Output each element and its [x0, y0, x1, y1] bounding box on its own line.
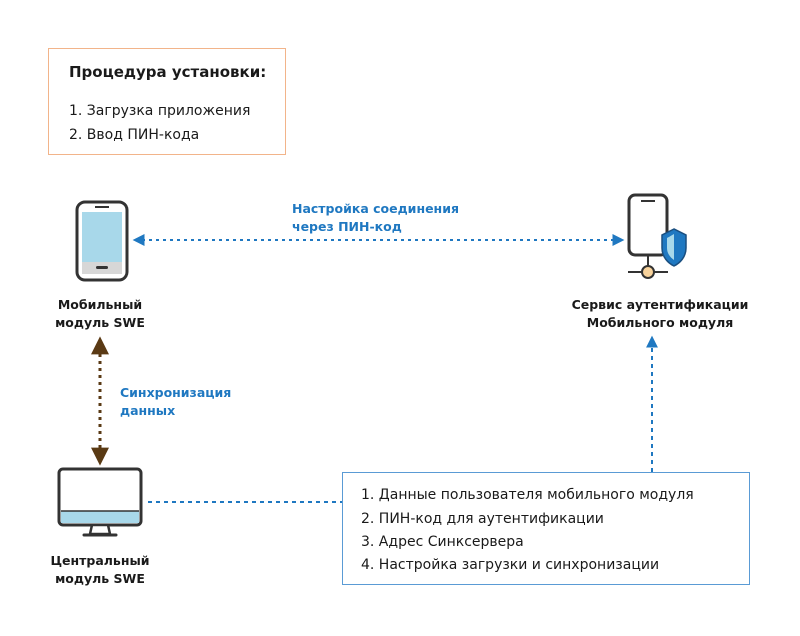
data-sync-label: Синхронизация данных	[120, 384, 231, 420]
central-module-line1: Центральный	[50, 553, 150, 568]
central-module-line2: модуль SWE	[55, 571, 145, 586]
info-item-3: 3. Адрес Синксервера	[361, 534, 524, 550]
sync-label-line1: Синхронизация	[120, 385, 232, 400]
auth-service-line2: Мобильного модуля	[586, 315, 734, 330]
sync-info-box: 1. Данные пользователя мобильного модуля…	[342, 472, 750, 585]
central-module-caption: Центральный модуль SWE	[0, 552, 200, 588]
connection-label-line1: Настройка соединения	[292, 201, 459, 216]
auth-service-caption: Сервис аутентификации Мобильного модуля	[560, 296, 760, 332]
auth-service-icon	[627, 193, 687, 279]
mobile-phone-icon	[75, 200, 129, 282]
info-item-4: 4. Настройка загрузки и синхронизации	[361, 557, 660, 573]
installation-step-1: 1. Загрузка приложения	[69, 103, 251, 119]
connection-label-line2: через ПИН-код	[292, 219, 402, 234]
connection-setup-label: Настройка соединения через ПИН-код	[292, 200, 459, 236]
mobile-module-line2: модуль SWE	[55, 315, 145, 330]
sync-label-line2: данных	[120, 403, 176, 418]
installation-procedure-box: Процедура установки: 1. Загрузка приложе…	[48, 48, 286, 155]
installation-step-2: 2. Ввод ПИН-кода	[69, 127, 200, 143]
installation-title: Процедура установки:	[69, 63, 267, 81]
auth-service-line1: Сервис аутентификации	[571, 297, 749, 312]
mobile-module-caption: Мобильный модуль SWE	[0, 296, 200, 332]
desktop-monitor-icon	[57, 467, 143, 537]
info-item-2: 2. ПИН-код для аутентификации	[361, 511, 604, 527]
info-item-1: 1. Данные пользователя мобильного модуля	[361, 487, 694, 503]
mobile-module-line1: Мобильный	[57, 297, 143, 312]
